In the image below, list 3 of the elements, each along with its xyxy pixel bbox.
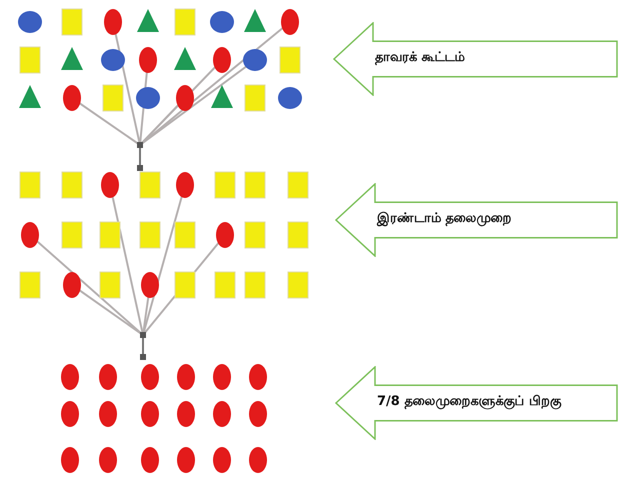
generation-label: இரண்டாம் தலைமுறை	[377, 211, 512, 227]
generation-label: தாவரக் கூட்டம்	[375, 50, 465, 66]
generation-label: 7/8 தலைமுறைகளுக்குப் பிறகு	[377, 394, 561, 410]
